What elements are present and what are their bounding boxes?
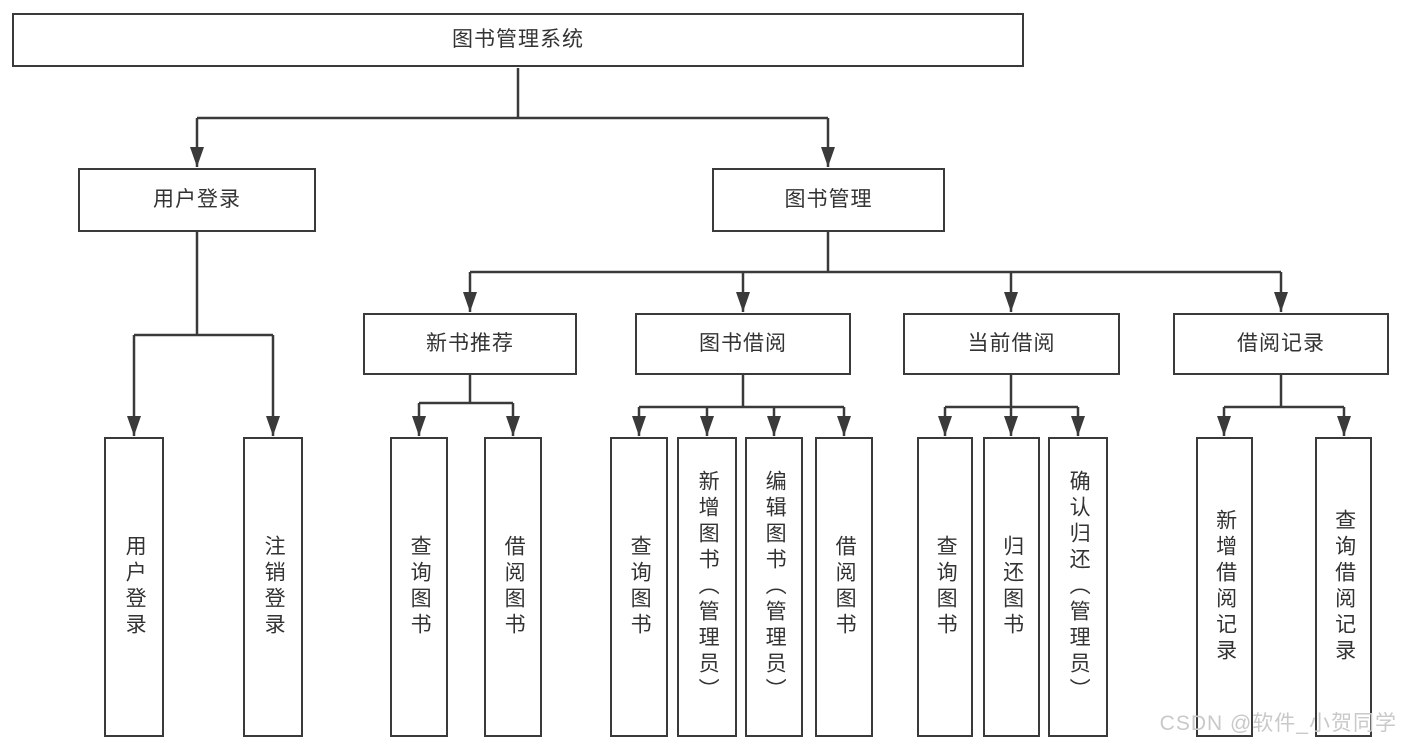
- node-leaf-add-books: 新增图书（管理员）: [677, 437, 737, 737]
- connector-user-login: [127, 232, 280, 436]
- csdn-watermark: CSDN @软件_小贺同学: [1159, 712, 1397, 735]
- node-leaf-query-books-bb: 查询图书: [610, 437, 668, 737]
- node-borrow-records: 借阅记录: [1173, 313, 1389, 375]
- node-leaf-query-books-rec: 查询图书: [390, 437, 448, 737]
- node-leaf-add-borrow-record: 新增借阅记录: [1196, 437, 1253, 737]
- node-book-mgmt: 图书管理: [712, 168, 945, 232]
- node-leaf-edit-books: 编辑图书（管理员）: [745, 437, 803, 737]
- connector-current-borrow: [938, 375, 1085, 436]
- node-book-borrow: 图书借阅: [635, 313, 851, 375]
- node-user-login: 用户登录: [78, 168, 316, 232]
- node-root: 图书管理系统: [12, 13, 1024, 67]
- node-leaf-return-books: 归还图书: [983, 437, 1040, 737]
- node-new-book-rec: 新书推荐: [363, 313, 577, 375]
- node-leaf-logout: 注销登录: [243, 437, 303, 737]
- connector-borrow-records: [1217, 375, 1351, 436]
- connector-book-borrow: [632, 375, 851, 436]
- node-leaf-borrow-books-rec: 借阅图书: [484, 437, 542, 737]
- node-leaf-borrow-books-bb: 借阅图书: [815, 437, 873, 737]
- connector-book-mgmt: [463, 232, 1288, 312]
- node-leaf-query-books-cur: 查询图书: [917, 437, 973, 737]
- node-leaf-confirm-return: 确认归还（管理员）: [1048, 437, 1108, 737]
- connector-new-book-rec: [412, 375, 520, 436]
- node-leaf-user-login: 用户登录: [104, 437, 164, 737]
- node-current-borrow: 当前借阅: [903, 313, 1120, 375]
- node-leaf-query-borrow-record: 查询借阅记录: [1315, 437, 1372, 737]
- connector-root: [190, 68, 835, 167]
